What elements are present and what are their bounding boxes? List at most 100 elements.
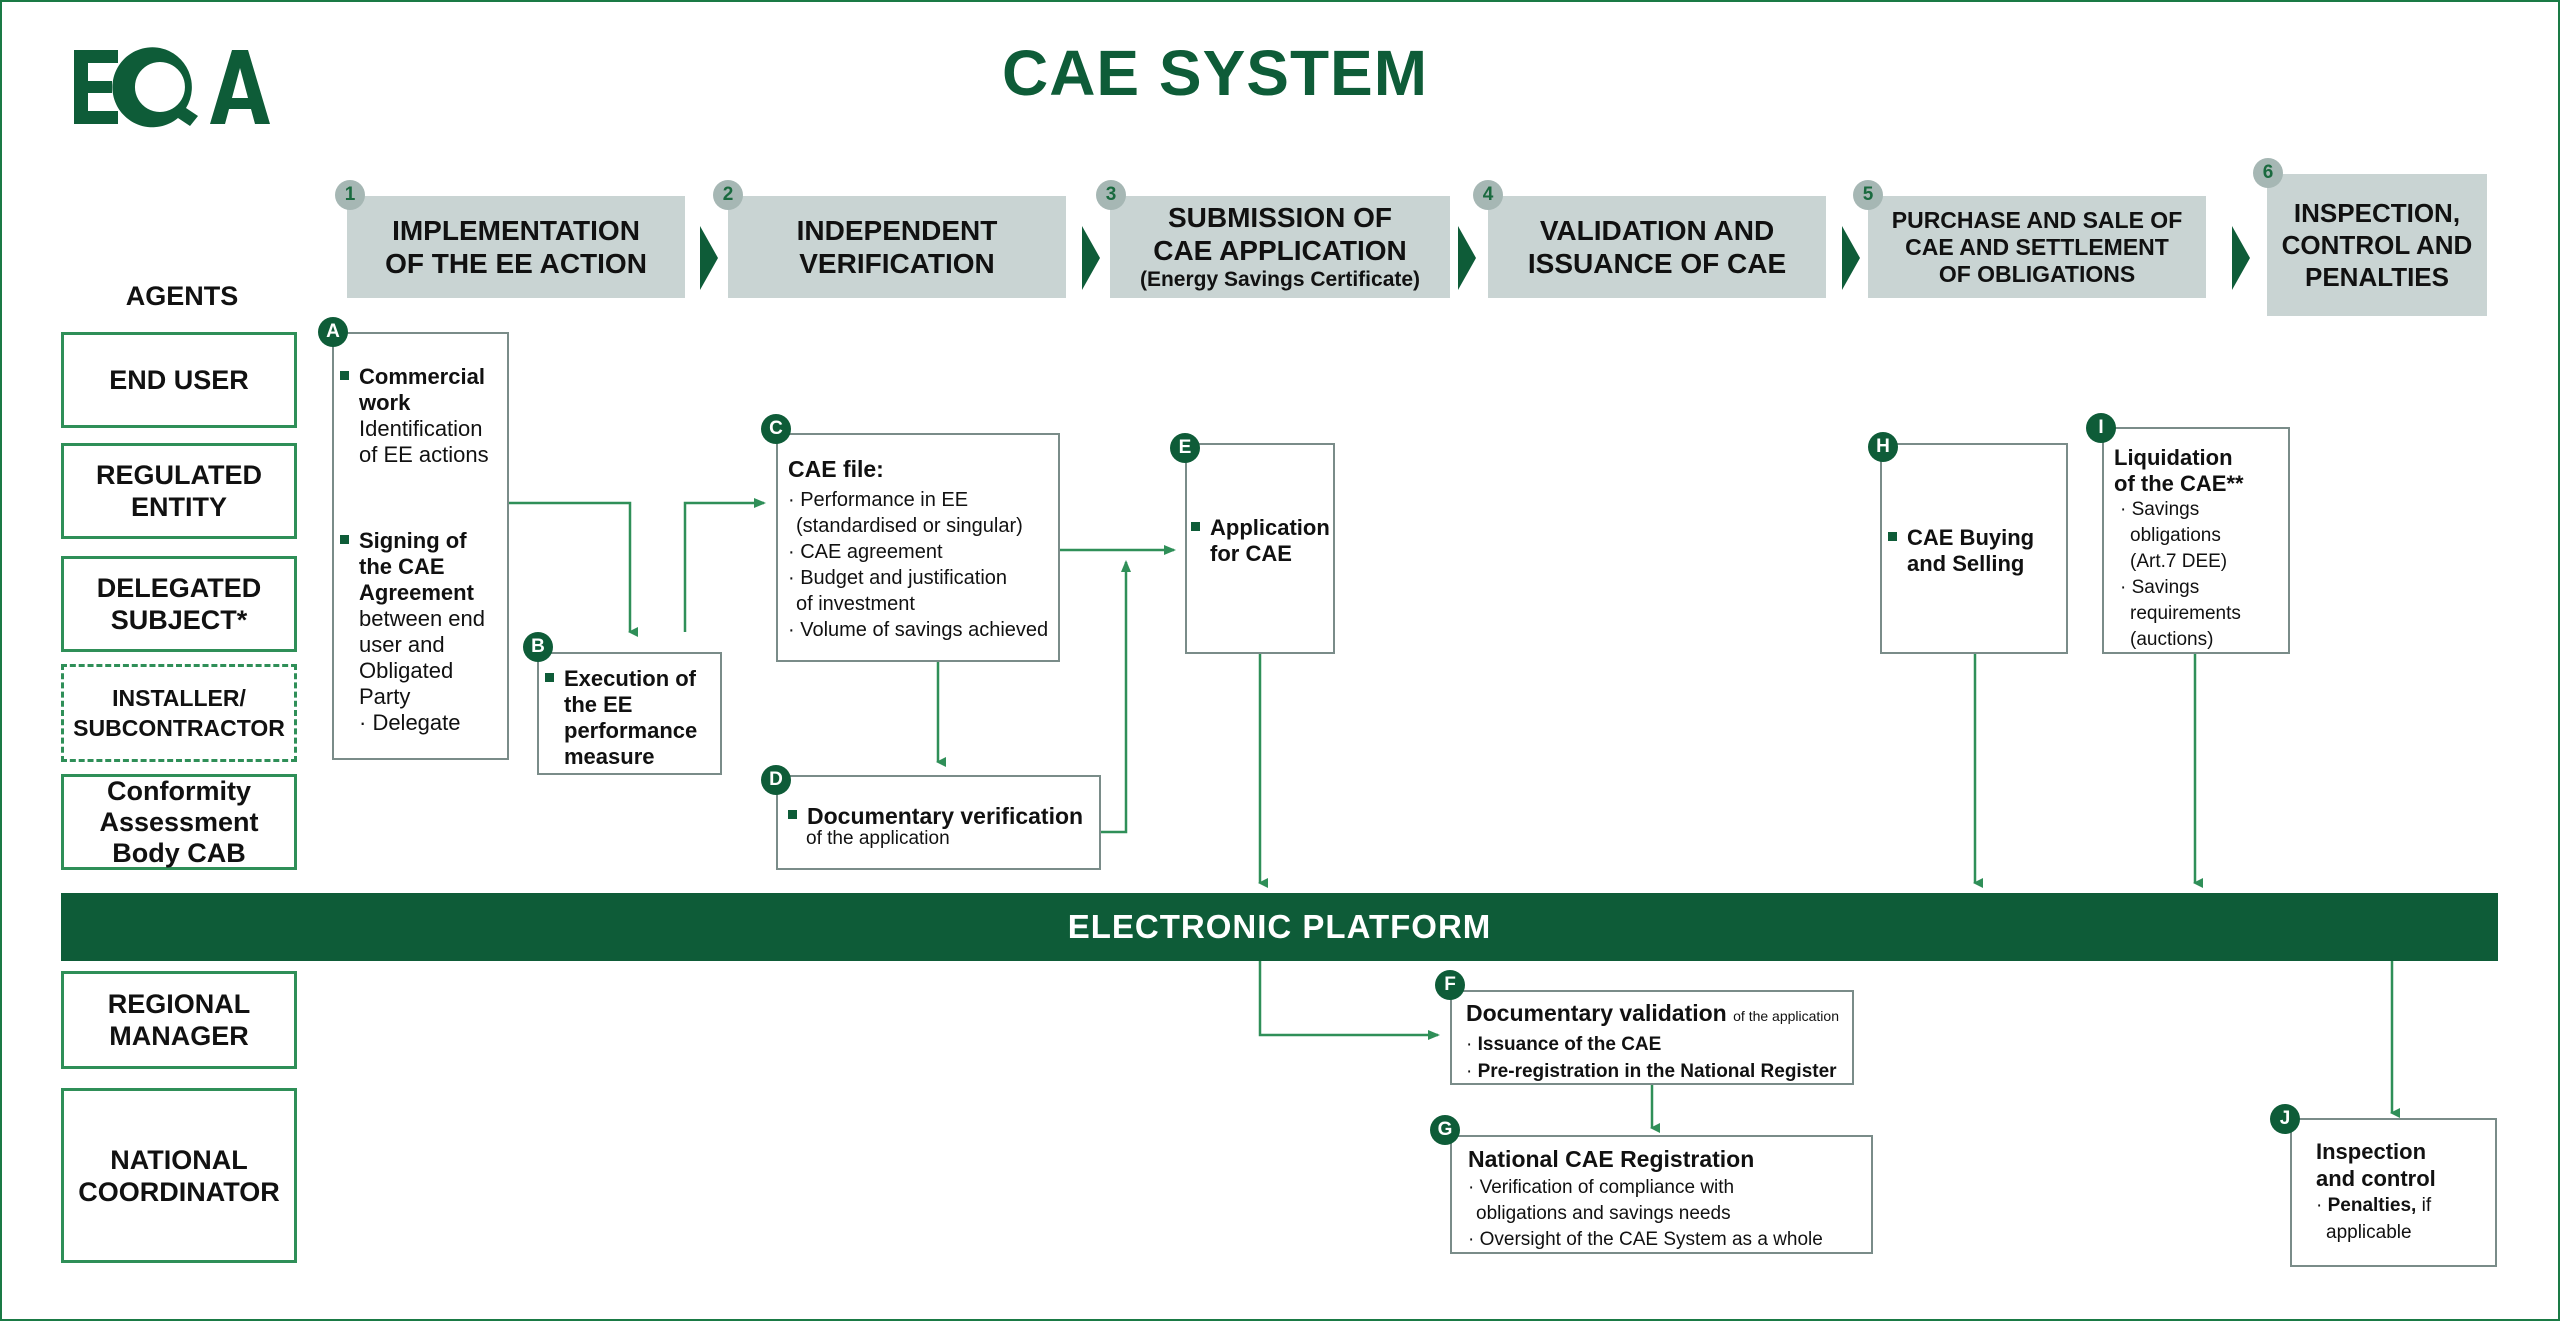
box-d-subtitle: of the application bbox=[806, 828, 950, 849]
text-line: and Selling bbox=[1907, 551, 2025, 576]
text-line: · Savings bbox=[2120, 499, 2200, 520]
step-4-header: VALIDATION AND ISSUANCE OF CAE bbox=[1488, 196, 1826, 298]
box-f-documentary-validation: Documentary validation of the applicatio… bbox=[1450, 990, 1854, 1085]
text-line: Liquidation bbox=[2114, 445, 2233, 470]
electronic-platform-bar: ELECTRONIC PLATFORM bbox=[61, 893, 2498, 961]
text-line: · Oversight of the CAE System as a whole bbox=[1468, 1229, 1823, 1250]
agent-label: Assessment bbox=[99, 806, 259, 837]
arrow-a-to-b bbox=[509, 501, 638, 637]
text-line: · Verification of compliance with bbox=[1468, 1177, 1735, 1198]
agent-label: Conformity bbox=[107, 775, 251, 806]
text-line: · Performance in EE bbox=[788, 489, 969, 511]
text-line: · CAE agreement bbox=[788, 541, 943, 563]
text-line: Party bbox=[359, 684, 411, 709]
step-3-number: 3 bbox=[1096, 180, 1126, 210]
text-line: between end bbox=[359, 606, 485, 631]
agent-label: NATIONAL bbox=[110, 1144, 248, 1175]
agent-label: Body CAB bbox=[112, 837, 246, 868]
box-j-inspection: Inspection and control · Penalties, if a… bbox=[2290, 1118, 2497, 1267]
text-line: Issuance of the CAE bbox=[1477, 1034, 1662, 1055]
text-line: · Delegate bbox=[359, 710, 461, 735]
step-1-line2: OF THE EE ACTION bbox=[385, 248, 647, 279]
text-line: · Volume of savings achieved bbox=[788, 619, 1049, 641]
box-c-title: CAE file: bbox=[788, 456, 884, 482]
text-line: the EE bbox=[564, 692, 633, 717]
badge-j: J bbox=[2270, 1104, 2300, 1134]
bullet-icon bbox=[340, 370, 349, 380]
agent-label: ENTITY bbox=[130, 492, 227, 522]
badge-b: B bbox=[523, 632, 553, 662]
step-6-line2: CONTROL AND bbox=[2281, 230, 2473, 260]
step-2-header: INDEPENDENT VERIFICATION bbox=[728, 196, 1066, 298]
step-4-line2: ISSUANCE OF CAE bbox=[1527, 248, 1787, 279]
agent-label: MANAGER bbox=[109, 1021, 249, 1051]
text-line: performance bbox=[564, 718, 698, 743]
text-line: measure bbox=[564, 744, 655, 769]
badge-e: E bbox=[1170, 433, 1200, 463]
eqa-logo bbox=[74, 47, 270, 128]
step-6-header: INSPECTION, CONTROL AND PENALTIES bbox=[2267, 174, 2487, 316]
box-e-application: Application for CAE bbox=[1185, 443, 1335, 654]
agent-installer-subcontractor: INSTALLER/SUBCONTRACTOR bbox=[61, 664, 297, 762]
step-1-number: 1 bbox=[335, 180, 365, 210]
step-2-line2: VERIFICATION bbox=[799, 248, 995, 279]
step-5-line2: CAE AND SETTLEMENT bbox=[1905, 233, 2169, 260]
chevron-right-icon bbox=[1082, 226, 1100, 290]
box-g-title: National CAE Registration bbox=[1468, 1146, 1755, 1172]
text-line: the CAE bbox=[359, 554, 445, 579]
step-1-header: IMPLEMENTATION OF THE EE ACTION bbox=[347, 196, 685, 298]
step-6-number: 6 bbox=[2253, 158, 2283, 188]
arrow-platform-to-f bbox=[1258, 961, 1440, 1040]
agent-end-user: END USER bbox=[61, 332, 297, 428]
text-line: Application bbox=[1210, 515, 1330, 540]
agent-label: REGIONAL bbox=[107, 989, 251, 1019]
box-f-title-row: Documentary validation of the applicatio… bbox=[1466, 998, 1852, 1031]
step-3-header: SUBMISSION OF CAE APPLICATION (Energy Sa… bbox=[1110, 196, 1450, 298]
step-4-line1: VALIDATION AND bbox=[1539, 215, 1775, 246]
step-2-line1: INDEPENDENT bbox=[796, 215, 998, 246]
text-line: CAE Buying bbox=[1907, 525, 2035, 550]
text-line: Agreement bbox=[359, 580, 474, 605]
box-h-buying-selling: CAE Buying and Selling bbox=[1880, 443, 2068, 654]
step-3-subtitle: (Energy Savings Certificate) bbox=[1139, 268, 1421, 291]
box-c-cae-file: CAE file: · Performance in EE (standardi… bbox=[776, 433, 1060, 662]
text-line: of EE actions bbox=[359, 442, 489, 467]
text-line: (Art.7 DEE) bbox=[2130, 551, 2228, 572]
step-6-line3: PENALTIES bbox=[2305, 262, 2449, 292]
chevron-right-icon bbox=[1458, 226, 1476, 290]
badge-g: G bbox=[1430, 1115, 1460, 1145]
agents-title: AGENTS bbox=[125, 281, 239, 311]
box-d-title: Documentary verification bbox=[807, 803, 1084, 829]
agent-label: DELEGATED bbox=[96, 573, 262, 603]
badge-i: I bbox=[2086, 413, 2116, 443]
step-6-line1: INSPECTION, bbox=[2293, 198, 2461, 228]
agent-label: REGULATED bbox=[96, 460, 262, 490]
agent-label: SUBJECT* bbox=[110, 605, 248, 635]
box-c-items: · Performance in EE (standardised or sin… bbox=[788, 487, 1058, 643]
badge-f: F bbox=[1435, 970, 1465, 1000]
text-line: obligations and savings needs bbox=[1476, 1203, 1731, 1224]
text-line: of the CAE** bbox=[2114, 471, 2244, 496]
box-d-documentary-verification: Documentary verification of the applicat… bbox=[776, 775, 1101, 870]
text-line: Identification bbox=[359, 416, 483, 441]
chevron-right-icon bbox=[2232, 226, 2250, 290]
box-a-section-commercial: Commercial work Identification of EE act… bbox=[340, 364, 507, 468]
step-5-header: PURCHASE AND SALE OF CAE AND SETTLEMENT … bbox=[1868, 196, 2206, 298]
box-i-liquidation: Liquidation of the CAE** · Savings oblig… bbox=[2102, 427, 2290, 654]
step-3-line2: CAE APPLICATION bbox=[1153, 235, 1407, 266]
bullet-icon bbox=[1191, 521, 1200, 531]
text-line: (auctions) bbox=[2130, 629, 2214, 650]
box-b-text: Execution of the EE performance measure bbox=[545, 666, 720, 770]
text-line: if bbox=[2416, 1195, 2432, 1216]
text-line: Obligated bbox=[359, 658, 454, 683]
text-line: Pre-registration in the National Registe… bbox=[1477, 1061, 1837, 1082]
badge-d: D bbox=[761, 765, 791, 795]
arrow-d-to-e bbox=[1101, 560, 1131, 834]
bullet-icon bbox=[788, 810, 797, 820]
